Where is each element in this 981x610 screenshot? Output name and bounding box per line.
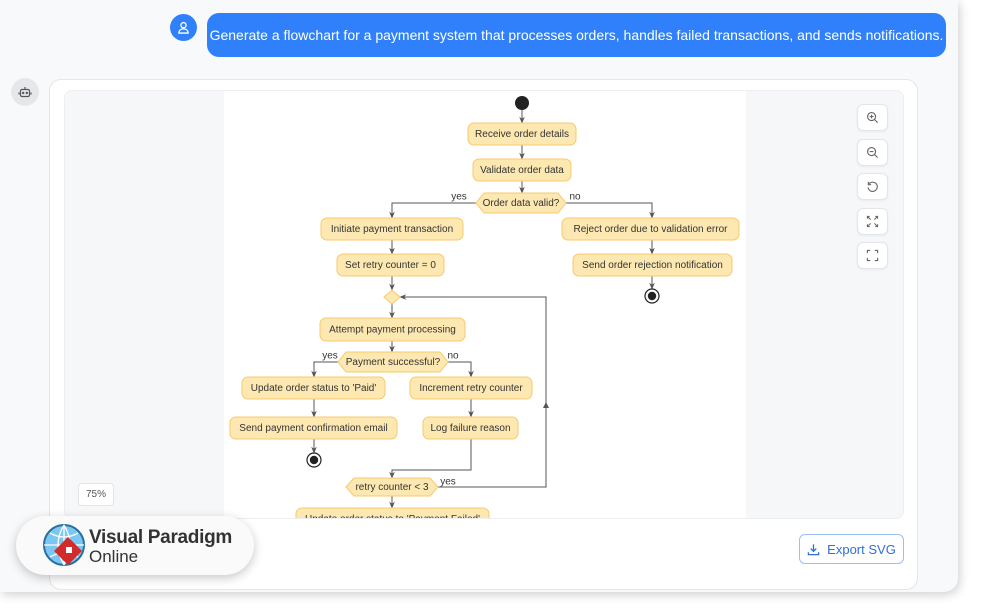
edge-label-no: no: [447, 351, 459, 362]
node-label: Increment retry counter: [419, 383, 523, 394]
logo-line1: Visual Paradigm: [89, 527, 232, 548]
merge-node: [383, 289, 401, 305]
visual-paradigm-logo: Visual Paradigm Online: [16, 516, 254, 575]
fit-button[interactable]: [857, 208, 888, 235]
download-icon: [807, 543, 820, 555]
edge-label-no: no: [569, 192, 581, 203]
logo-line2: Online: [89, 547, 139, 566]
node-send-confirm[interactable]: Send payment confirmation email: [229, 416, 398, 440]
zoom-out-button[interactable]: [857, 139, 888, 166]
node-label: Receive order details: [475, 129, 569, 140]
decision-retry-q[interactable]: retry counter < 3: [345, 477, 439, 497]
app-window: Generate a flowchart for a payment syste…: [11, 13, 946, 590]
globe-logo-icon: [43, 524, 85, 566]
node-label: Send order rejection notification: [582, 260, 723, 271]
decision-label: Order data valid?: [483, 198, 560, 209]
end-node-dot: [647, 291, 657, 301]
zoom-out-icon: [867, 147, 879, 159]
node-label: Attempt payment processing: [329, 325, 456, 336]
node-label: Validate order data: [480, 165, 564, 176]
node-reject[interactable]: Reject order due to validation error: [561, 217, 740, 241]
edge: [399, 294, 547, 488]
node-attempt[interactable]: Attempt payment processing: [319, 317, 466, 342]
edge-label-yes: yes: [451, 192, 467, 203]
edge: [448, 361, 474, 378]
fit-icon: [866, 215, 879, 228]
node-validate[interactable]: Validate order data: [472, 158, 572, 182]
node-initiate[interactable]: Initiate payment transaction: [320, 217, 464, 241]
start-node: [515, 96, 529, 110]
fullscreen-icon: [866, 249, 879, 262]
edge: [566, 202, 655, 219]
export-svg-button[interactable]: Export SVG: [799, 534, 904, 564]
diagram-page: [224, 91, 746, 518]
edge: [311, 361, 338, 378]
decision-valid-q[interactable]: Order data valid?: [475, 192, 567, 214]
decision-label: Payment successful?: [346, 357, 441, 368]
node-label: Update order status to 'Paid': [251, 383, 377, 394]
edge: [389, 439, 472, 479]
node-label: Log failure reason: [430, 423, 510, 434]
node-label: Reject order due to validation error: [574, 224, 729, 235]
node-set-retry[interactable]: Set retry counter = 0: [336, 253, 445, 277]
user-icon: [178, 21, 189, 34]
node-update-paid[interactable]: Update order status to 'Paid': [241, 376, 386, 400]
node-label: Send payment confirmation email: [239, 423, 387, 434]
decision-success-q[interactable]: Payment successful?: [337, 351, 449, 373]
node-increment[interactable]: Increment retry counter: [409, 376, 533, 400]
export-svg-label: Export SVG: [827, 541, 896, 557]
user-message: Generate a flowchart for a payment syste…: [207, 13, 946, 57]
zoom-in-button[interactable]: [857, 104, 888, 131]
edge: [389, 202, 476, 219]
node-label: Set retry counter = 0: [345, 260, 436, 271]
robot-icon: [18, 87, 32, 98]
bot-avatar: [11, 78, 39, 106]
user-avatar: [170, 14, 197, 41]
edge-label-yes: yes: [322, 351, 338, 362]
node-label: Initiate payment transaction: [331, 224, 453, 235]
zoom-level: 75%: [78, 483, 114, 506]
node-receive[interactable]: Receive order details: [467, 122, 577, 146]
decision-label: retry counter < 3: [355, 482, 429, 493]
node-log-fail[interactable]: Log failure reason: [422, 416, 519, 440]
zoom-in-icon: [867, 112, 879, 124]
node-label: Update order status to 'Payment Failed': [305, 514, 480, 519]
end-node-dot: [309, 455, 319, 465]
edge-arrow: [543, 402, 549, 408]
reset-icon: [867, 181, 878, 192]
reset-button[interactable]: [857, 173, 888, 200]
node-update-failed[interactable]: Update order status to 'Payment Failed': [295, 507, 490, 519]
edge-label-yes: yes: [440, 477, 456, 488]
fullscreen-button[interactable]: [857, 242, 888, 269]
node-send-reject[interactable]: Send order rejection notification: [572, 253, 733, 277]
